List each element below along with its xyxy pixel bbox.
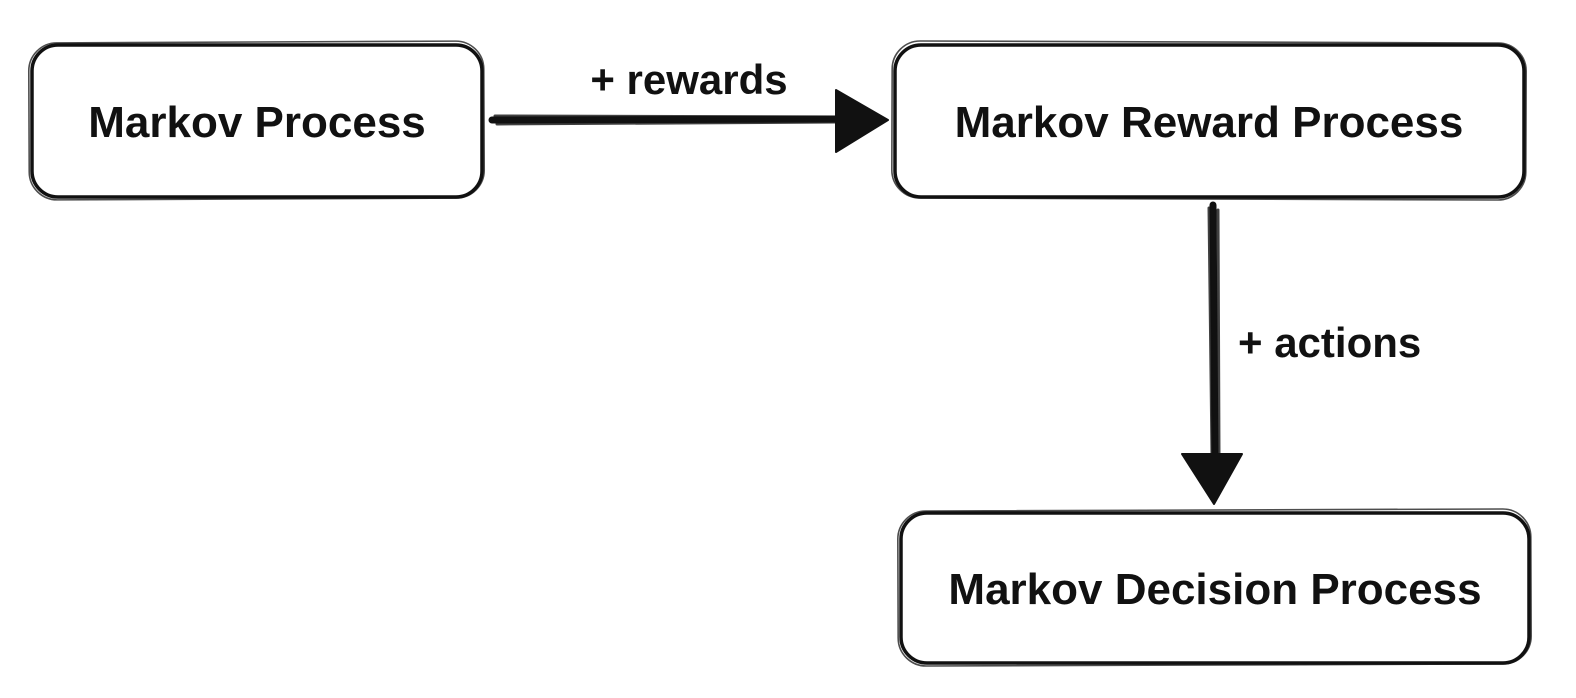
edge-rewards: + rewards: [488, 56, 889, 153]
edge-actions-arrowhead: [1181, 453, 1243, 505]
node-markov-process: Markov Process: [27, 40, 486, 201]
node-markov-decision-process-label: Markov Decision Process: [948, 565, 1481, 614]
node-markov-reward-process-label: Markov Reward Process: [955, 98, 1464, 147]
edge-actions-line: [1209, 201, 1219, 462]
edge-rewards-line: [488, 115, 846, 124]
edge-actions-label: + actions: [1238, 319, 1421, 366]
node-markov-process-box: [30, 43, 484, 199]
node-markov-reward-process-box: [893, 43, 1526, 199]
node-markov-process-label: Markov Process: [88, 98, 426, 147]
edge-rewards-label: + rewards: [590, 56, 787, 103]
node-markov-decision-process: Markov Decision Process: [897, 508, 1532, 667]
node-markov-decision-process-box: [899, 511, 1531, 665]
edge-rewards-arrowhead: [835, 89, 889, 153]
edge-actions: + actions: [1181, 201, 1421, 505]
node-markov-reward-process: Markov Reward Process: [891, 40, 1527, 201]
